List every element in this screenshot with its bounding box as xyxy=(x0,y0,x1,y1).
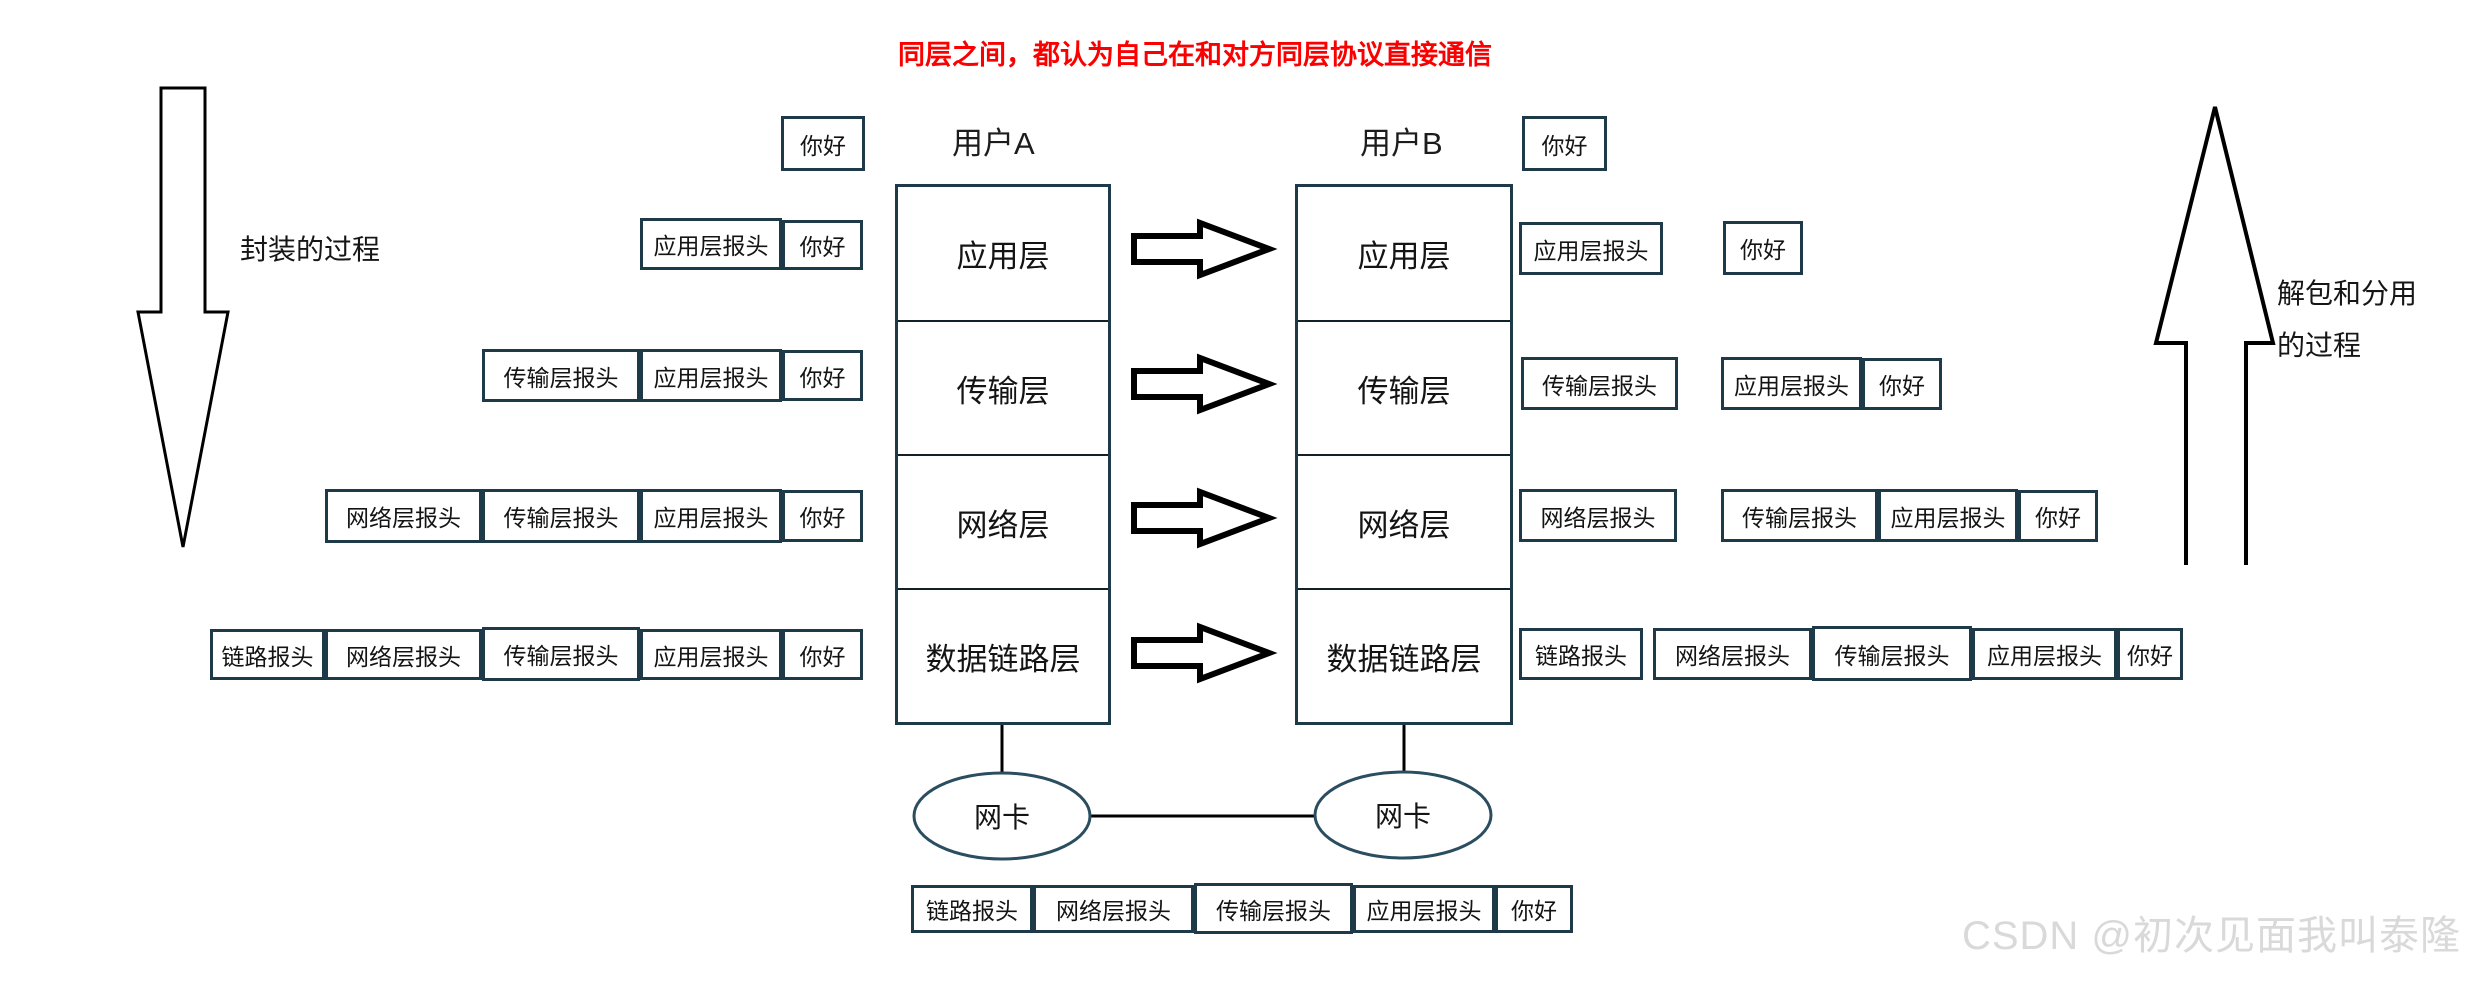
header-box: 传输层报头 xyxy=(482,627,640,681)
header-box: 应用层报头 xyxy=(1353,885,1495,933)
up-arrow-icon xyxy=(2153,106,2276,565)
user-b-stack: 应用层 传输层 网络层 数据链路层 xyxy=(1295,184,1513,725)
header-box: 网络层报头 xyxy=(325,489,482,543)
header-box: 链路报头 xyxy=(911,885,1033,933)
message-box: 你好 xyxy=(2018,490,2098,542)
header-box: 传输层报头 xyxy=(1194,883,1353,934)
header-box: 网络层报头 xyxy=(1653,628,1812,680)
down-arrow-icon xyxy=(136,86,230,548)
header-box: 应用层报头 xyxy=(640,349,782,402)
header-box: 传输层报头 xyxy=(1521,357,1678,410)
diagram-title: 同层之间，都认为自己在和对方同层协议直接通信 xyxy=(898,40,1492,70)
message-box: 你好 xyxy=(782,350,863,401)
header-box: 传输层报头 xyxy=(1721,489,1878,542)
header-box: 传输层报头 xyxy=(1812,626,1972,681)
right-arrow-icon xyxy=(1131,622,1278,684)
decapsulation-label-line1: 解包和分用 xyxy=(2277,278,2418,309)
right-arrow-icon xyxy=(1131,487,1278,549)
message-box: 你好 xyxy=(1723,221,1803,275)
layer-datalink: 数据链路层 xyxy=(1298,588,1510,722)
right-arrow-icon xyxy=(1131,218,1278,280)
user-b-title: 用户B xyxy=(1360,126,1443,161)
nic-ellipse xyxy=(1313,770,1493,860)
layer-network: 网络层 xyxy=(898,454,1108,588)
header-box: 传输层报头 xyxy=(482,489,640,543)
header-box: 应用层报头 xyxy=(640,629,782,680)
decapsulation-label-line2: 的过程 xyxy=(2277,330,2362,361)
header-box: 应用层报头 xyxy=(1878,489,2018,542)
header-box: 链路报头 xyxy=(210,629,325,680)
layer-transport: 传输层 xyxy=(1298,320,1510,454)
layer-application: 应用层 xyxy=(956,239,1050,274)
encapsulation-label: 封装的过程 xyxy=(240,234,381,265)
layer-network: 网络层 xyxy=(1298,454,1510,588)
nic-label: 网卡 xyxy=(1374,801,1431,832)
header-box: 应用层报头 xyxy=(640,218,782,270)
user-a-title: 用户A xyxy=(952,126,1035,161)
user-a-stack: 应用层 传输层 网络层 数据链路层 xyxy=(895,184,1111,725)
header-box: 网络层报头 xyxy=(325,629,482,680)
header-box: 网络层报头 xyxy=(1033,885,1194,933)
right-arrow-icon xyxy=(1131,353,1278,415)
header-box: 传输层报头 xyxy=(482,349,640,402)
message-box: 你好 xyxy=(1862,358,1942,410)
header-box: 应用层报头 xyxy=(1519,222,1663,275)
message-box: 你好 xyxy=(2117,628,2183,680)
header-box: 链路报头 xyxy=(1519,628,1643,680)
layer-application: 应用层 xyxy=(1357,239,1451,274)
message-box: 你好 xyxy=(782,220,863,270)
nic-ellipse xyxy=(912,771,1092,861)
layer-transport: 传输层 xyxy=(898,320,1108,454)
nic-label: 网卡 xyxy=(973,802,1030,833)
message-box: 你好 xyxy=(782,490,863,542)
csdn-watermark: CSDN @初次见面我叫泰隆 xyxy=(1961,914,2461,958)
message-box: 你好 xyxy=(1522,116,1607,171)
header-box: 应用层报头 xyxy=(640,489,782,543)
message-box: 你好 xyxy=(1495,885,1573,933)
layer-datalink: 数据链路层 xyxy=(898,588,1108,722)
message-box: 你好 xyxy=(781,116,865,171)
header-box: 应用层报头 xyxy=(1721,357,1862,410)
message-box: 你好 xyxy=(782,629,863,680)
header-box: 网络层报头 xyxy=(1519,489,1677,542)
header-box: 应用层报头 xyxy=(1972,628,2117,680)
